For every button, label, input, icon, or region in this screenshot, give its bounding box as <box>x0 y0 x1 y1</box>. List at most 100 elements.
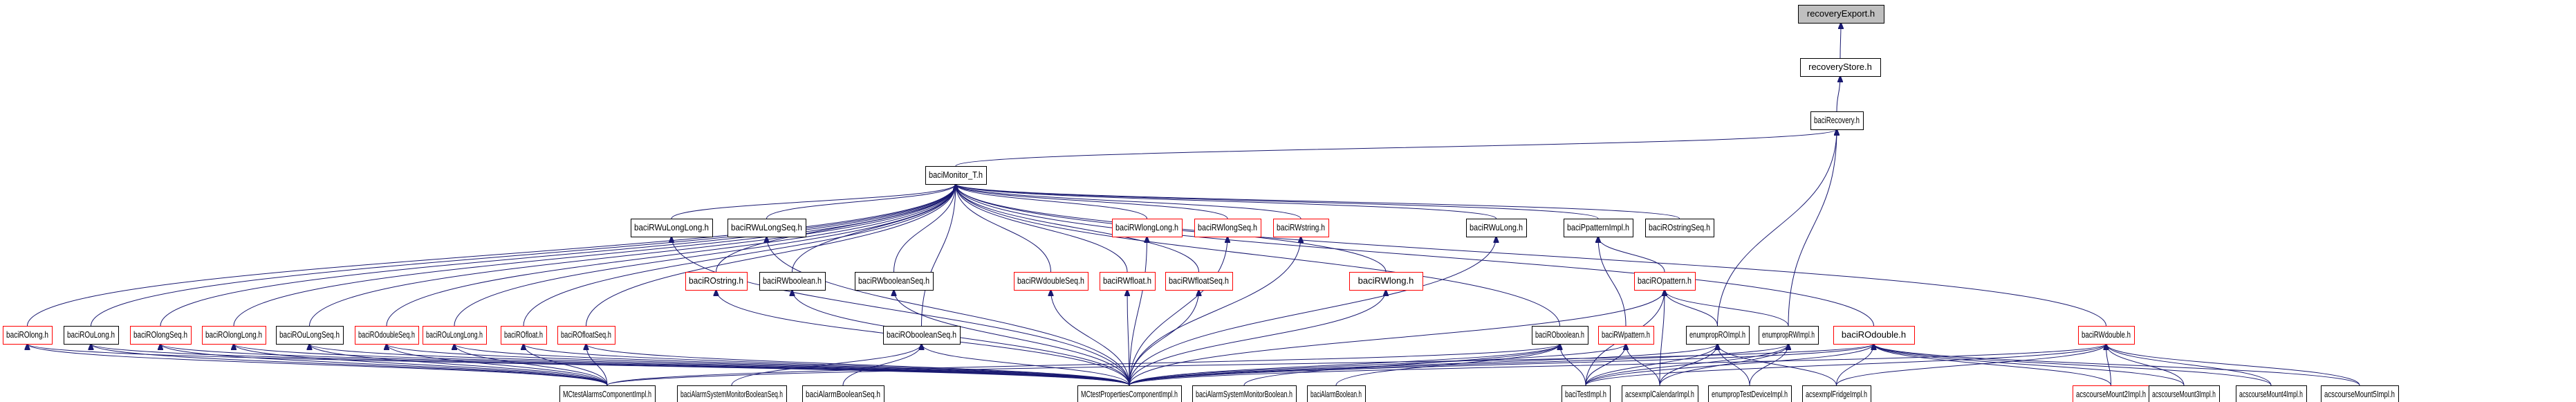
graph-node-baciRObooleanH[interactable]: baciROboolean.h <box>1532 326 1588 345</box>
graph-node-acsexmplCalendarImpl[interactable]: acsexmplCalendarImpl.h <box>1622 385 1698 402</box>
graph-node-baciROstring[interactable]: baciROstring.h <box>685 272 748 291</box>
graph-node-baciROlongSeq[interactable]: baciROlongSeq.h <box>130 326 192 345</box>
dependency-edge <box>956 184 1301 219</box>
graph-node-baciRWbooleanSeq[interactable]: baciRWbooleanSeq.h <box>855 272 934 291</box>
dependency-edge <box>1874 344 2360 386</box>
graph-node-baciRWpattern[interactable]: baciRWpattern.h <box>1598 326 1654 345</box>
node-label: baciPpatternImpl.h <box>1567 222 1629 232</box>
node-box <box>423 326 487 345</box>
graph-node-baciROfloat[interactable]: baciROfloat.h <box>501 326 547 345</box>
graph-node-acsexmplFridgeImpl[interactable]: acsexmplFridgeImpl.h <box>1802 385 1871 402</box>
graph-node-baciAlarmBoolean[interactable]: baciAlarmBoolean.h <box>1307 385 1366 402</box>
node-box <box>1759 326 1819 345</box>
graph-node-baciRWfloatSeq[interactable]: baciRWfloatSeq.h <box>1165 272 1233 291</box>
graph-node-baciRWlongLong[interactable]: baciRWlongLong.h <box>1112 219 1183 237</box>
graph-node-baciROuLongLong[interactable]: baciROuLongLong.h <box>423 326 487 345</box>
graph-node-baciROlong[interactable]: baciROlong.h <box>3 326 53 345</box>
graph-node-baciRWdoubleSeq[interactable]: baciRWdoubleSeq.h <box>1014 272 1088 291</box>
graph-node-baciROlongLong[interactable]: baciROlongLong.h <box>202 326 266 345</box>
graph-node-MCtestAlarmsComponentImpl[interactable]: MCtestAlarmsComponentImpl.h <box>559 385 656 402</box>
node-box <box>202 326 266 345</box>
node-box <box>685 272 748 291</box>
graph-node-baciROstringSeq[interactable]: baciROstringSeq.h <box>1645 219 1714 237</box>
graph-node-acscourseMount4Impl[interactable]: acscourseMount4Impl.h <box>2236 385 2307 402</box>
dependency-edge <box>2106 344 2360 386</box>
node-label: enumpropTestDeviceImpl.h <box>1712 389 1788 399</box>
dependency-edge <box>234 344 608 386</box>
graph-node-baciTestImpl[interactable]: baciTestImpl.h <box>1562 385 1611 402</box>
node-label: acscourseMount4Impl.h <box>2239 389 2303 399</box>
graph-node-baciPpatternImpl[interactable]: baciPpatternImpl.h <box>1564 219 1633 237</box>
graph-node-baciMonitor_T[interactable]: baciMonitor_T.h <box>925 166 987 185</box>
graph-node-baciAlarmSystemMonitorBoolean[interactable]: baciAlarmSystemMonitorBoolean.h <box>1192 385 1297 402</box>
graph-node-enumpropRWImpl[interactable]: enumpropRWImpl.h <box>1759 326 1819 345</box>
dependency-edge <box>454 344 608 386</box>
node-label: baciRWuLongLong.h <box>634 222 709 232</box>
graph-node-MCtestPropertiesComponentImpl[interactable]: MCtestPropertiesComponentImpl.h <box>1077 385 1182 402</box>
graph-node-enumpropROImpl[interactable]: enumpropROImpl.h <box>1686 326 1750 345</box>
node-box <box>2236 385 2307 402</box>
dependency-edge <box>956 184 1874 327</box>
dependency-edge <box>387 344 608 386</box>
node-label: baciROstringSeq.h <box>1649 222 1710 232</box>
graph-node-baciRWboolean[interactable]: baciRWboolean.h <box>759 272 826 291</box>
dependency-edge <box>2106 344 2272 386</box>
graph-node-baciROuLong[interactable]: baciROuLong.h <box>64 326 119 345</box>
graph-node-baciRWuLongLong[interactable]: baciRWuLongLong.h <box>631 219 713 237</box>
graph-node-enumpropTestDeviceImpl[interactable]: enumpropTestDeviceImpl.h <box>1708 385 1792 402</box>
node-box <box>1708 385 1792 402</box>
dependency-edge <box>27 184 956 327</box>
node-label: baciRWstring.h <box>1277 222 1325 232</box>
dependency-edge <box>956 184 1147 219</box>
graph-node-baciRWuLongSeq[interactable]: baciRWuLongSeq.h <box>728 219 806 237</box>
node-label: acscourseMount5Impl.h <box>2324 389 2395 399</box>
graph-node-baciRWdouble[interactable]: baciRWdouble.h <box>2078 326 2135 345</box>
graph-node-acscourseMount3Impl[interactable]: acscourseMount3Impl.h <box>2149 385 2220 402</box>
node-label: baciROfloatSeq.h <box>561 329 611 340</box>
graph-node-baciAlarmBooleanSeq[interactable]: baciAlarmBooleanSeq.h <box>802 385 884 402</box>
graph-node-baciRObooleanSeq[interactable]: baciRObooleanSeq.h <box>883 326 961 345</box>
graph-node-recoveryStore[interactable]: recoveryStore.h <box>1800 58 1881 77</box>
graph-node-baciRWlongSeq[interactable]: baciRWlongSeq.h <box>1194 219 1261 237</box>
dependency-edge <box>1335 344 1560 386</box>
graph-node-baciROdoubleSeq[interactable]: baciROdoubleSeq.h <box>355 326 419 345</box>
graph-node-baciROuLongSeq[interactable]: baciROuLongSeq.h <box>276 326 344 345</box>
graph-node-baciRWstring[interactable]: baciRWstring.h <box>1273 219 1329 237</box>
node-box <box>1645 219 1714 237</box>
graph-node-baciAlarmSystemMonitorBooleanSeq[interactable]: baciAlarmSystemMonitorBooleanSeq.h <box>677 385 787 402</box>
dependency-edge <box>1127 290 1129 386</box>
graph-node-baciROdouble[interactable]: baciROdouble.h <box>1833 326 1915 345</box>
dependency-edge <box>606 344 1874 386</box>
node-label: baciRWpattern.h <box>1602 329 1650 340</box>
graph-node-baciRecovery[interactable]: baciRecovery.h <box>1810 111 1864 130</box>
dependency-edge <box>922 344 1130 386</box>
node-label: baciROfloat.h <box>504 329 543 340</box>
node-label: recoveryExport.h <box>1807 8 1875 19</box>
dependency-edge <box>1129 344 1626 386</box>
graph-node-baciROfloatSeq[interactable]: baciROfloatSeq.h <box>557 326 615 345</box>
node-box <box>631 219 713 237</box>
graph-node-acscourseMount5Impl[interactable]: acscourseMount5Impl.h <box>2321 385 2399 402</box>
node-label: acsexmplFridgeImpl.h <box>1806 389 1867 399</box>
node-label: baciROdouble.h <box>1842 329 1906 340</box>
node-label: MCtestPropertiesComponentImpl.h <box>1081 389 1178 399</box>
dependency-edge <box>1717 129 1837 327</box>
graph-node-baciRWuLong[interactable]: baciRWuLong.h <box>1466 219 1527 237</box>
node-box <box>728 219 806 237</box>
dependency-edge <box>1129 344 1560 386</box>
graph-node-baciRWlong[interactable]: baciRWlong.h <box>1349 272 1423 291</box>
dependency-edge <box>842 344 922 386</box>
dependency-edge <box>1585 344 1788 386</box>
node-label: baciRWlong.h <box>1358 275 1414 286</box>
dependency-edge <box>1129 344 1788 386</box>
graph-node-recoveryExport[interactable]: recoveryExport.h <box>1798 5 1884 24</box>
node-label: baciROuLongLong.h <box>426 329 483 340</box>
dependency-edge <box>767 237 1130 386</box>
dependency-edge <box>1659 344 1718 386</box>
dependency-edge <box>233 184 956 327</box>
graph-node-baciROpattern[interactable]: baciROpattern.h <box>1634 272 1696 291</box>
graph-node-baciRWfloat[interactable]: baciRWfloat.h <box>1100 272 1156 291</box>
node-box <box>1112 219 1183 237</box>
graph-node-acscourseMount2Impl[interactable]: acscourseMount2Impl.h <box>2073 385 2150 402</box>
node-label: baciRWlongLong.h <box>1115 222 1178 232</box>
